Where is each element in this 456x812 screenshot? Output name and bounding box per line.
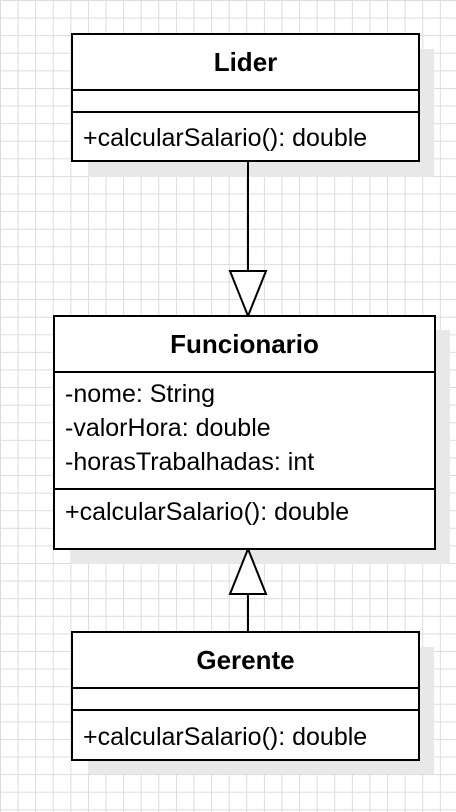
- class-name: Funcionario: [55, 317, 434, 373]
- attributes-compartment: -nome: String -valorHora: double -horasT…: [55, 373, 434, 490]
- generalization-arrowhead-icon: [228, 270, 268, 319]
- operation: +calcularSalario(): double: [83, 124, 368, 152]
- class-name: Lider: [73, 35, 418, 91]
- class-lider[interactable]: Lider +calcularSalario(): double: [71, 33, 420, 162]
- operation: +calcularSalario(): double: [65, 498, 350, 526]
- generalization-arrowhead-icon: [228, 546, 268, 595]
- operations-compartment: +calcularSalario(): double: [55, 490, 434, 532]
- operations-compartment: +calcularSalario(): double: [73, 711, 418, 757]
- attributes-compartment: [73, 91, 418, 113]
- attribute: -valorHora: double: [65, 414, 271, 442]
- attributes-compartment: [73, 689, 418, 711]
- class-gerente[interactable]: Gerente +calcularSalario(): double: [71, 631, 420, 761]
- operation: +calcularSalario(): double: [83, 723, 368, 751]
- operations-compartment: +calcularSalario(): double: [73, 113, 418, 158]
- attribute: -nome: String: [65, 380, 216, 408]
- class-name: Gerente: [73, 633, 418, 689]
- class-funcionario[interactable]: Funcionario -nome: String -valorHora: do…: [53, 315, 436, 550]
- attribute: -horasTrabalhadas: int: [65, 448, 315, 476]
